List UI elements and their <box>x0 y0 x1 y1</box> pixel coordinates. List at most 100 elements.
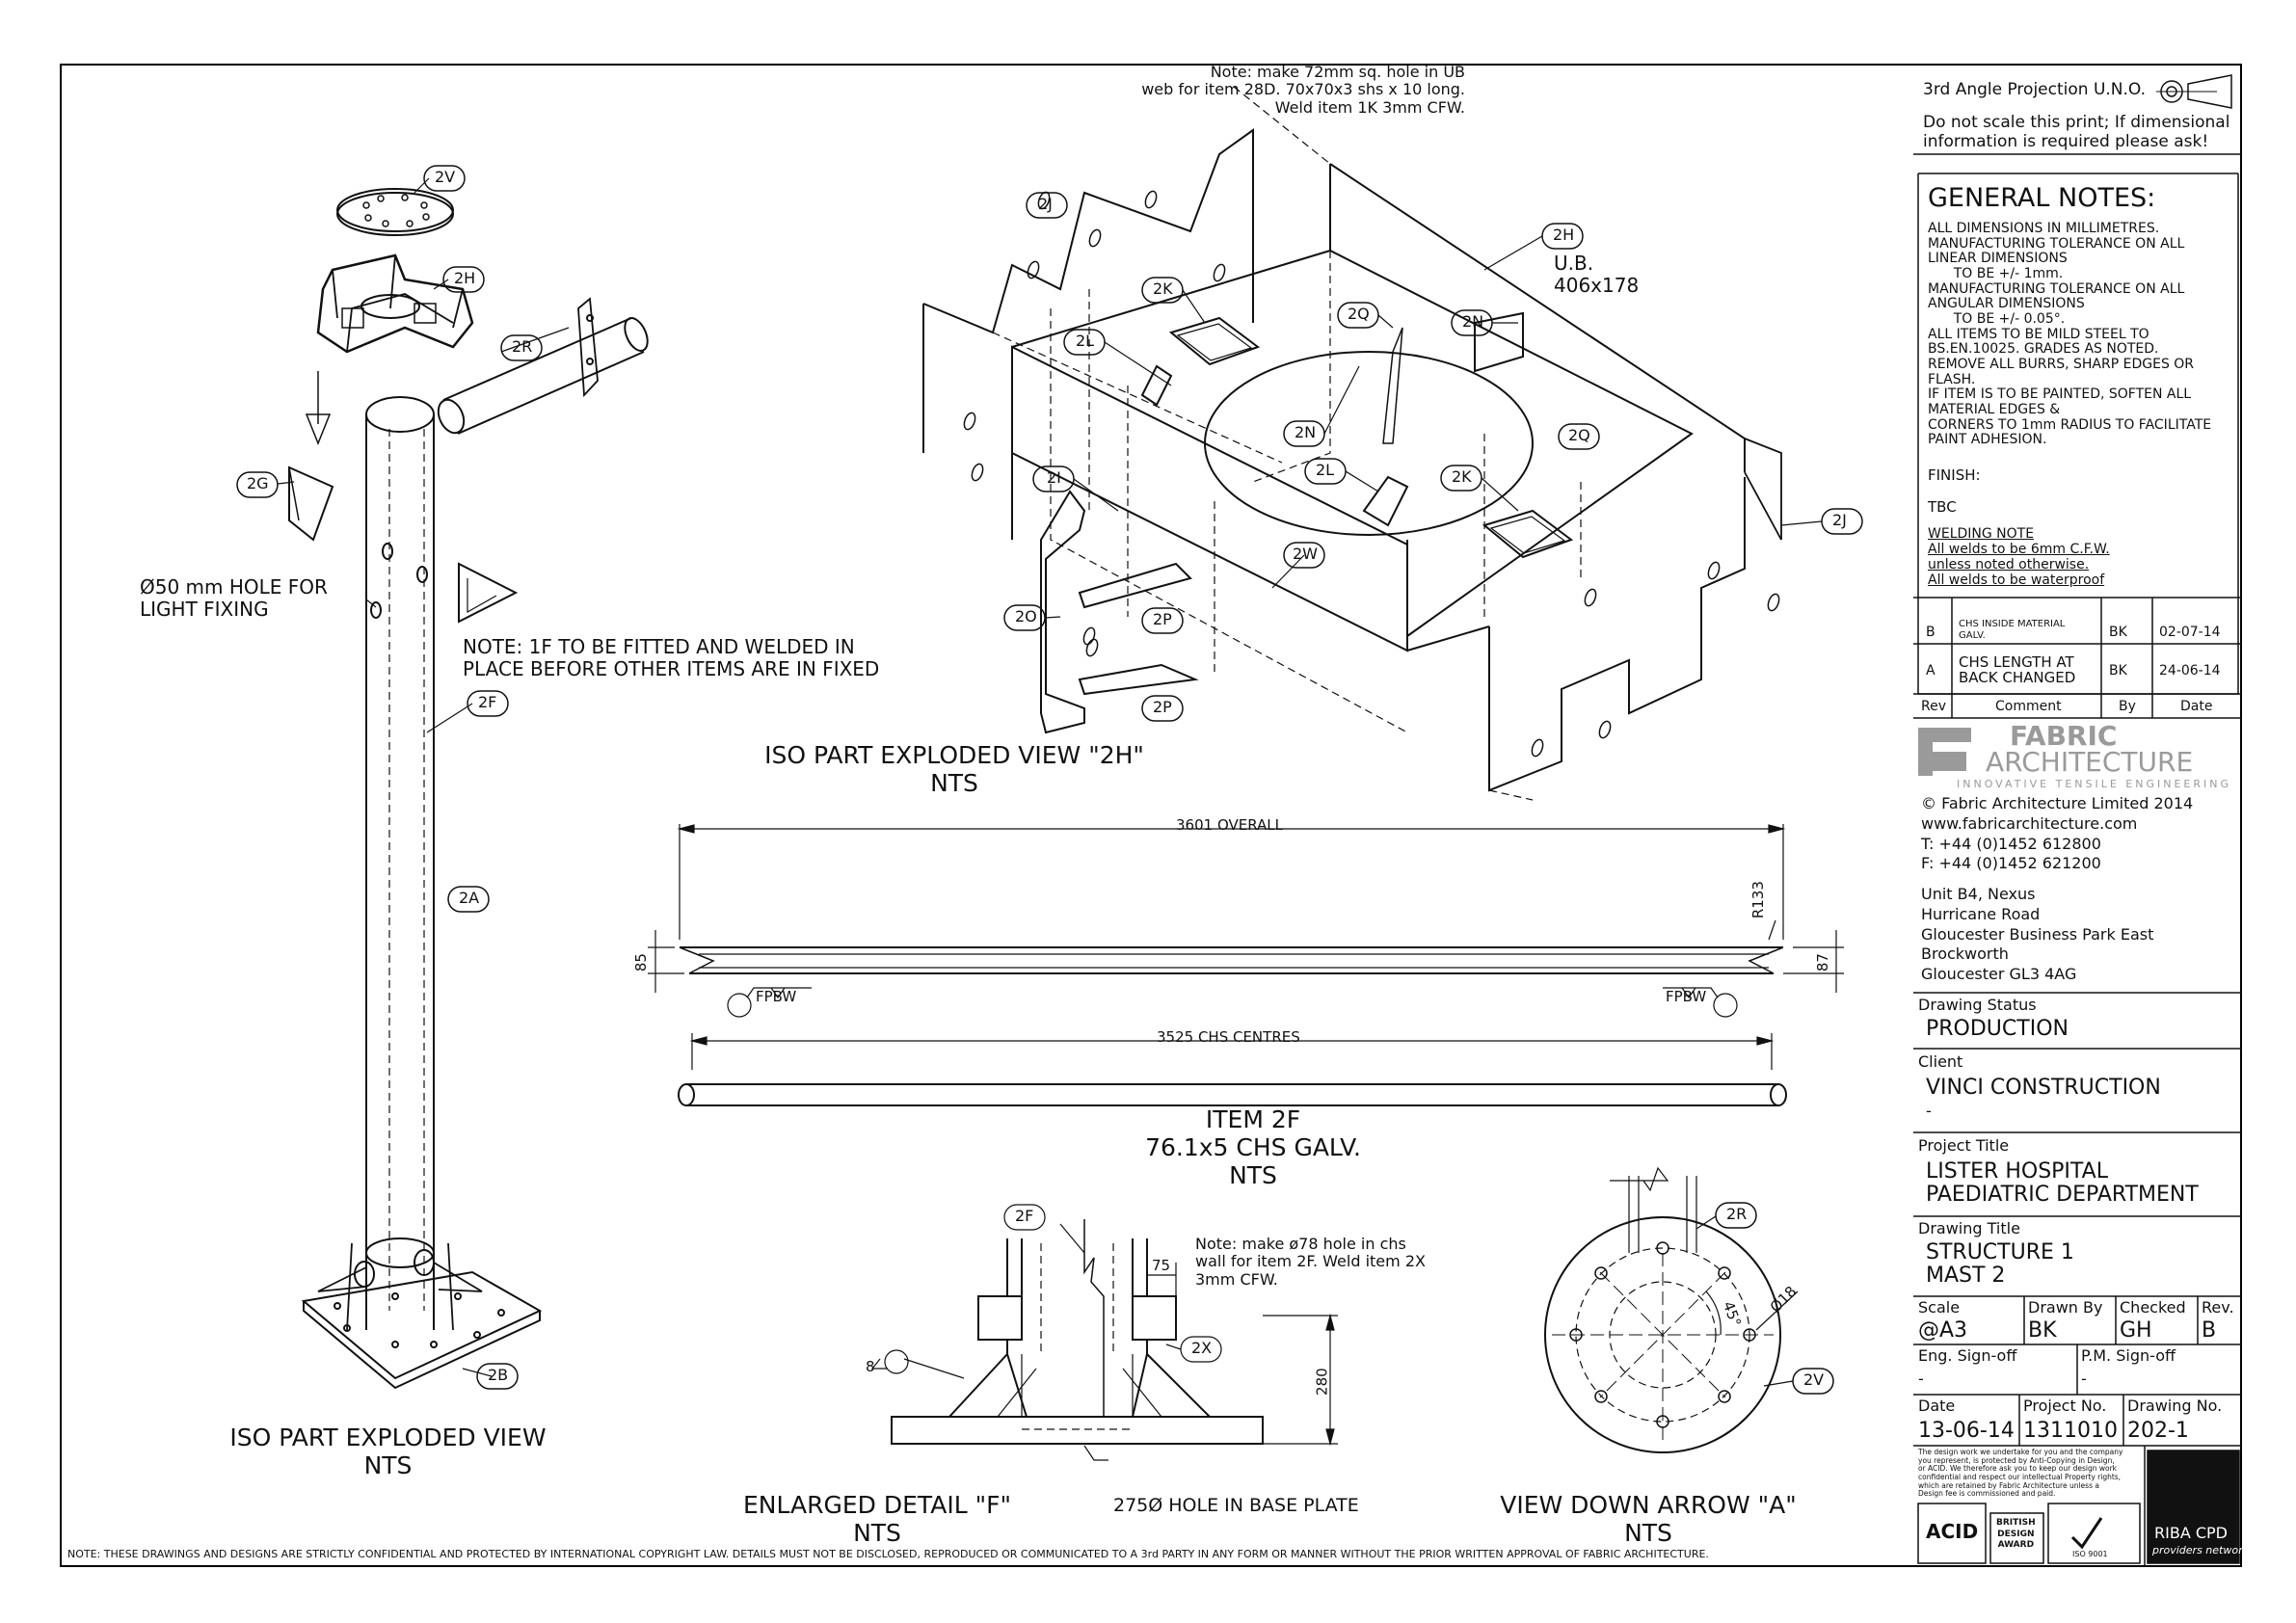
client-value-2: - <box>1926 1102 1932 1120</box>
balloon-2b: 2B <box>488 1366 509 1384</box>
rev-a-letter: A <box>1926 663 1936 678</box>
square-hole-2k <box>1168 316 1574 559</box>
general-note-line: PAINT ADHESION. <box>1928 432 2047 448</box>
drawing-status-value: PRODUCTION <box>1926 1017 2069 1041</box>
scale-label: Scale <box>1918 1298 1961 1317</box>
drawing-status-label: Drawing Status <box>1918 996 2037 1014</box>
balloon-2v-view: 2V <box>1803 1370 1825 1389</box>
general-notes-heading: GENERAL NOTES: <box>1928 183 2156 213</box>
balloon-2h: 2H <box>454 269 476 287</box>
dim-overall: 3601 OVERALL <box>1176 816 1284 834</box>
item-2f-drawing <box>648 824 1844 1106</box>
client-value: VINCI CONSTRUCTION <box>1926 1076 2161 1100</box>
balloon-2r: 2R <box>512 337 533 356</box>
confidentiality-note: NOTE: THESE DRAWINGS AND DESIGNS ARE STR… <box>67 1548 1709 1560</box>
project-no-label: Project No. <box>2023 1397 2107 1415</box>
iso2h-view-title: ISO PART EXPLODED VIEW "2H"NTS <box>764 741 1144 797</box>
riba-subtitle: providers network <box>2152 1544 2249 1556</box>
mast-tube-2a <box>365 396 435 1330</box>
balloon-2p-1: 2P <box>1153 610 1172 628</box>
general-note-line: MANUFACTURING TOLERANCE ON ALL <box>1928 235 2185 252</box>
rev-a-comment: CHS LENGTH AT BACK CHANGED <box>1959 653 2076 686</box>
view-down-arrow-a <box>1544 1166 1834 1453</box>
balloon-2n-1: 2N <box>1462 312 1484 331</box>
balloon-2f-detail: 2F <box>1015 1207 1034 1225</box>
drawing-no-value: 202-1 <box>2127 1419 2189 1443</box>
rev-a-by: BK <box>2109 663 2127 678</box>
general-note-line: REMOVE ALL BURRS, SHARP EDGES OR <box>1928 357 2195 373</box>
rev-a-date: 24-06-14 <box>2159 663 2221 678</box>
eng-signoff-value: - <box>1918 1370 1924 1388</box>
fpbw-left: FPBW <box>756 988 797 1005</box>
balloon-2k-2: 2K <box>1452 467 1472 486</box>
rev-field-value: B <box>2202 1318 2217 1343</box>
drawing-sheet-border <box>60 64 2242 1567</box>
balloon-2j-right: 2J <box>1832 511 1847 529</box>
balloon-2x: 2X <box>1191 1339 1213 1357</box>
general-note-line: MANUFACTURING TOLERANCE ON ALL <box>1928 280 2185 297</box>
rev-header-comment: Comment <box>1995 699 2062 714</box>
general-note-line: TO BE +/- 1mm. <box>1928 266 2064 282</box>
arm-2r <box>437 297 649 435</box>
bracket-2h <box>316 253 474 354</box>
general-note-line: TO BE +/- 0.05°. <box>1928 311 2066 328</box>
drawn-by-label: Drawn By <box>2028 1298 2103 1317</box>
balloon-2k-1: 2K <box>1153 279 1173 298</box>
rev-field-label: Rev. <box>2202 1298 2234 1317</box>
rev-b-letter: B <box>1926 625 1936 640</box>
arrow-view-title: VIEW DOWN ARROW "A"NTS <box>1500 1491 1797 1547</box>
dim-weld-8: 8 <box>866 1358 875 1375</box>
gusset-2g <box>288 466 334 542</box>
balloon-2a: 2A <box>459 889 480 907</box>
balloon-2h-ub: 2H <box>1553 226 1575 244</box>
riba-badge: RIBA CPD <box>2154 1524 2228 1542</box>
drawing-no-label: Drawing No. <box>2127 1397 2223 1415</box>
general-notes-list: ALL DIMENSIONS IN MILLIMETRES.MANUFACTUR… <box>1928 221 2212 448</box>
dim-75: 75 <box>1152 1257 1171 1274</box>
general-note-line: ALL DIMENSIONS IN MILLIMETRES. <box>1928 221 2160 236</box>
eng-signoff-label: Eng. Sign-off <box>1918 1346 2017 1365</box>
general-note-line: CORNERS TO 1mm RADIUS TO FACILITATE <box>1928 416 2212 433</box>
detail-f-title: ENLARGED DETAIL "F"NTS <box>743 1491 1011 1547</box>
balloon-2f: 2F <box>478 693 497 711</box>
base-hole-note: 275Ø HOLE IN BASE PLATE <box>1113 1495 1359 1516</box>
general-note-line: FLASH. <box>1928 371 1976 387</box>
balloon-2r-view: 2R <box>1726 1205 1748 1223</box>
dim-280: 280 <box>1313 1368 1331 1396</box>
rev-header-rev: Rev <box>1921 699 1946 714</box>
acid-disclaimer: The design work we undertake for you and… <box>1918 1448 2123 1499</box>
company-contact: © Fabric Architecture Limited 2014 www.f… <box>1921 794 2194 873</box>
company-address: Unit B4, Nexus Hurricane Road Gloucester… <box>1921 885 2154 984</box>
title-block-lines <box>1913 74 2242 1567</box>
project-title-label: Project Title <box>1918 1136 2010 1155</box>
company-name-2: ARCHITECTURE <box>1986 746 2194 778</box>
balloon-2q-1: 2Q <box>1348 305 1370 323</box>
dim-r133: R133 <box>1749 881 1767 919</box>
general-note-line: BS.EN.10025. GRADES AS NOTED. <box>1928 341 2159 358</box>
date-label: Date <box>1918 1397 1956 1415</box>
ub-web-hole <box>1204 351 1534 536</box>
base-plate-2b <box>301 1237 543 1390</box>
ub-size-label: U.B.406x178 <box>1554 252 1640 297</box>
scale-value: @A3 <box>1918 1318 1968 1343</box>
pm-signoff-label: P.M. Sign-off <box>2081 1346 2176 1365</box>
general-note-line: MATERIAL EDGES & <box>1928 402 2061 418</box>
general-note-line: ALL ITEMS TO BE MILD STEEL TO <box>1928 326 2149 342</box>
finish-value: TBC <box>1928 498 1957 516</box>
rev-header-by: By <box>2119 699 2136 714</box>
checked-label: Checked <box>2120 1298 2186 1317</box>
balloon-2w: 2W <box>1293 545 1318 563</box>
balloon-2o: 2O <box>1015 607 1037 625</box>
enlarged-detail-f <box>870 1204 1338 1461</box>
dim-87: 87 <box>1813 953 1831 972</box>
rev-header-date: Date <box>2180 699 2213 714</box>
project-no-value: 1311010 <box>2023 1419 2118 1443</box>
